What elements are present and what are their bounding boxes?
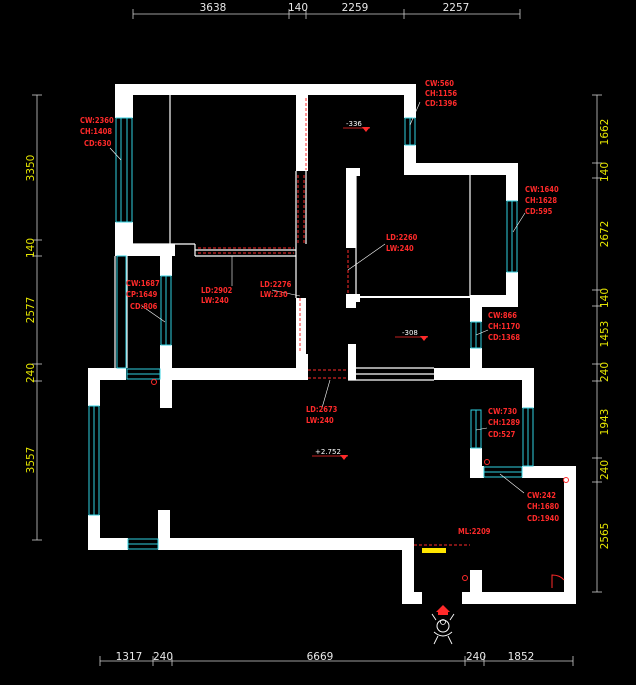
win-r2-2: CH:1170 bbox=[488, 322, 520, 331]
win-r1-1: CW:1640 bbox=[525, 185, 559, 194]
windows bbox=[88, 117, 534, 550]
right-dim-9: 2565 bbox=[599, 523, 611, 550]
left-dim-3: 2577 bbox=[25, 297, 37, 324]
top-dim-2: 140 bbox=[288, 2, 308, 14]
right-dimension-chain: 1662 140 2672 140 1453 240 1943 240 2565 bbox=[592, 94, 611, 593]
interior-lines bbox=[114, 95, 471, 381]
win-br-3: CD:1940 bbox=[527, 514, 559, 523]
win-r3-1: CW:730 bbox=[488, 407, 517, 416]
elevation-marks: -336 -308 +2.752 bbox=[312, 120, 428, 460]
right-dim-2: 140 bbox=[599, 162, 611, 182]
door-b-2: LW:230 bbox=[260, 290, 288, 299]
bottom-dim-1: 1317 bbox=[116, 651, 143, 663]
win-r2-3: CD:1368 bbox=[488, 333, 520, 342]
win-r3-2: CH:1289 bbox=[488, 418, 520, 427]
win-br-2: CH:1680 bbox=[527, 502, 559, 511]
elevation-2: -308 bbox=[402, 329, 418, 337]
win-r3-3: CD:527 bbox=[488, 430, 516, 439]
bottom-dim-3: 6669 bbox=[307, 651, 334, 663]
win-l2-2: CP:1649 bbox=[126, 290, 158, 299]
top-dim-3: 2259 bbox=[342, 2, 369, 14]
win-tr-1: CW:560 bbox=[425, 79, 454, 88]
left-dimension-chain: 3350 140 2577 240 3557 bbox=[25, 94, 42, 541]
window-labels: CW:2360 CH:1408 CD:630 CW:560 CH:1156 CD… bbox=[80, 79, 559, 523]
door-entry-1: ML:2209 bbox=[458, 527, 491, 536]
door-a-1: LD:2902 bbox=[201, 286, 233, 295]
door-swing-lines bbox=[198, 98, 470, 546]
door-c-2: LW:240 bbox=[386, 244, 414, 253]
door-main-2: LW:240 bbox=[306, 416, 334, 425]
win-l2-1: CW:1687 bbox=[126, 279, 160, 288]
door-c-1: LD:2260 bbox=[386, 233, 418, 242]
door-b-1: LD:2276 bbox=[260, 280, 292, 289]
bottom-dimension-chain: 1317 240 6669 240 1852 bbox=[99, 651, 574, 666]
entrance-person-icon bbox=[431, 605, 455, 645]
win-br-1: CW:242 bbox=[527, 491, 556, 500]
door-main-1: LD:2673 bbox=[306, 405, 338, 414]
right-dim-1: 1662 bbox=[599, 119, 611, 146]
entry-door-marker bbox=[422, 548, 446, 553]
win-tr-2: CH:1156 bbox=[425, 89, 457, 98]
walls bbox=[88, 84, 576, 604]
win-tl-3: CD:630 bbox=[84, 139, 112, 148]
left-dim-4: 240 bbox=[25, 363, 37, 383]
top-dimension-chain: 3638 140 2259 2257 bbox=[132, 2, 521, 19]
win-r2-1: CW:866 bbox=[488, 311, 517, 320]
fixtures bbox=[151, 379, 569, 588]
right-dim-8: 240 bbox=[599, 460, 611, 480]
right-dim-3: 2672 bbox=[599, 221, 611, 248]
win-r1-2: CH:1628 bbox=[525, 196, 557, 205]
bottom-dim-2: 240 bbox=[153, 651, 173, 663]
top-dim-1: 3638 bbox=[200, 2, 227, 14]
right-dim-5: 1453 bbox=[599, 321, 611, 348]
door-a-2: LW:240 bbox=[201, 296, 229, 305]
door-labels: LD:2902 LW:240 LD:2276 LW:230 LD:2260 LW… bbox=[201, 233, 491, 536]
win-tl-2: CH:1408 bbox=[80, 127, 112, 136]
left-dim-1: 3350 bbox=[25, 155, 37, 182]
win-tr-3: CD:1396 bbox=[425, 99, 457, 108]
top-dim-4: 2257 bbox=[443, 2, 470, 14]
right-dim-7: 1943 bbox=[599, 409, 611, 436]
elevation-1: -336 bbox=[346, 120, 362, 128]
win-r1-3: CD:595 bbox=[525, 207, 553, 216]
right-dim-4: 140 bbox=[599, 288, 611, 308]
bottom-dim-5: 1852 bbox=[508, 651, 535, 663]
right-dim-6: 240 bbox=[599, 362, 611, 382]
bottom-dim-4: 240 bbox=[466, 651, 486, 663]
elevation-3: +2.752 bbox=[315, 448, 341, 456]
win-l2-3: CD:806 bbox=[130, 302, 158, 311]
leader-lines bbox=[109, 101, 526, 494]
left-dim-2: 140 bbox=[25, 238, 37, 258]
win-tl-1: CW:2360 bbox=[80, 116, 114, 125]
left-dim-5: 3557 bbox=[25, 447, 37, 474]
